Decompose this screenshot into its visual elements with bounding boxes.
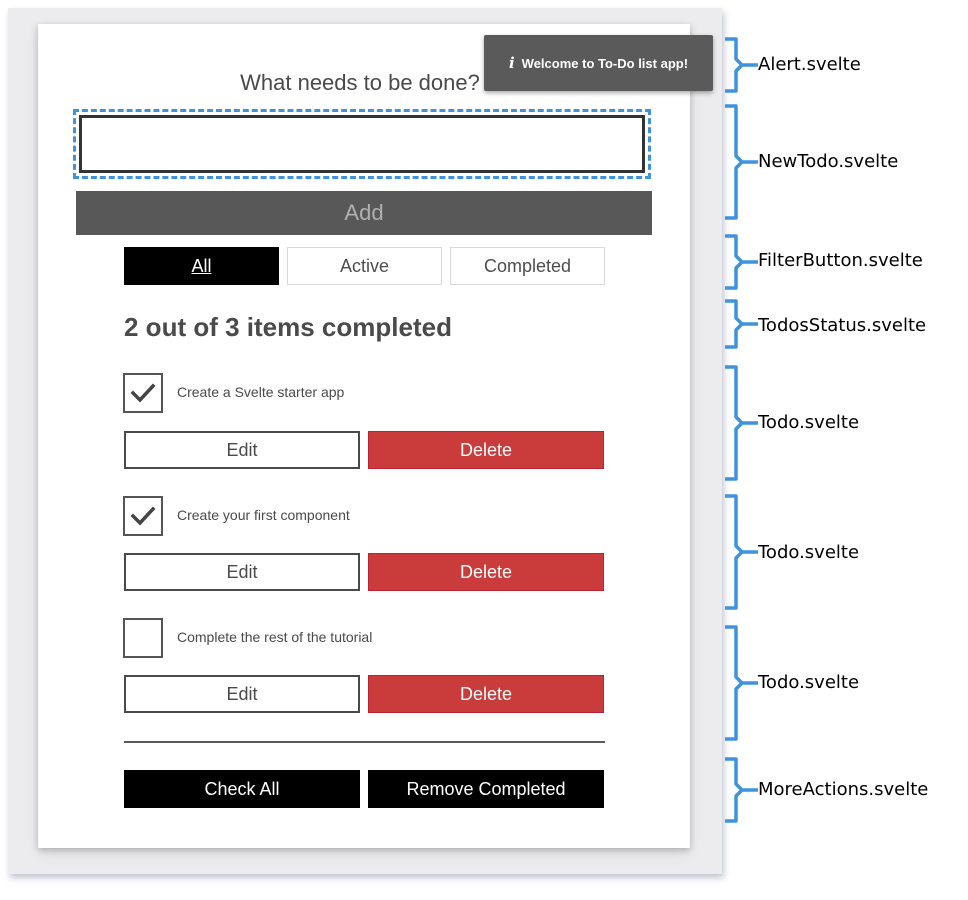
todo-checkbox[interactable] bbox=[123, 373, 163, 413]
curly-brace-icon bbox=[725, 625, 758, 741]
check-icon bbox=[130, 383, 156, 403]
annotation-label: NewTodo.svelte bbox=[758, 151, 899, 172]
annotation-label: FilterButton.svelte bbox=[758, 250, 923, 271]
annotation-label: Todo.svelte bbox=[758, 672, 860, 693]
delete-button[interactable]: Delete bbox=[368, 553, 604, 591]
filter-all-label: All bbox=[191, 255, 212, 276]
filter-all-button[interactable]: All bbox=[124, 247, 279, 285]
remove-completed-button[interactable]: Remove Completed bbox=[368, 770, 604, 808]
alert-toast[interactable]: i Welcome to To-Do list app! bbox=[484, 35, 713, 91]
curly-brace-icon bbox=[725, 299, 758, 349]
annotation-label: Todo.svelte bbox=[758, 542, 860, 563]
check-all-button[interactable]: Check All bbox=[124, 770, 360, 808]
filter-completed-button[interactable]: Completed bbox=[450, 247, 605, 285]
curly-brace-icon bbox=[725, 104, 758, 220]
annotation-label: TodosStatus.svelte bbox=[758, 315, 927, 336]
todo-checkbox[interactable] bbox=[123, 618, 163, 658]
annotation-label: Alert.svelte bbox=[758, 54, 861, 75]
divider bbox=[124, 741, 605, 743]
edit-button[interactable]: Edit bbox=[124, 553, 360, 591]
annotation-label: Todo.svelte bbox=[758, 412, 860, 433]
new-todo-input[interactable] bbox=[79, 115, 645, 173]
info-icon: i bbox=[508, 54, 515, 72]
curly-brace-icon bbox=[725, 757, 758, 823]
new-todo-heading: What needs to be done? bbox=[240, 70, 480, 95]
add-button[interactable]: Add bbox=[76, 191, 652, 235]
curly-brace-icon bbox=[725, 37, 758, 93]
curly-brace-icon bbox=[725, 234, 758, 290]
filter-active-label: Active bbox=[339, 255, 390, 276]
delete-button[interactable]: Delete bbox=[368, 675, 604, 713]
todo-label: Complete the rest of the tutorial bbox=[177, 629, 373, 645]
edit-button[interactable]: Edit bbox=[124, 431, 360, 469]
curly-brace-icon bbox=[725, 365, 758, 481]
todo-label: Create a Svelte starter app bbox=[177, 384, 345, 400]
alert-message: Welcome to To-Do list app! bbox=[521, 55, 689, 71]
filter-completed-label: Completed bbox=[483, 255, 572, 276]
check-icon bbox=[130, 506, 156, 526]
todo-checkbox[interactable] bbox=[123, 496, 163, 536]
todo-label: Create your first component bbox=[177, 507, 350, 523]
edit-button[interactable]: Edit bbox=[124, 675, 360, 713]
filter-active-button[interactable]: Active bbox=[287, 247, 442, 285]
focus-outline bbox=[73, 109, 651, 179]
curly-brace-icon bbox=[725, 494, 758, 610]
delete-button[interactable]: Delete bbox=[368, 431, 604, 469]
todos-status: 2 out of 3 items completed bbox=[124, 312, 452, 342]
annotation-label: MoreActions.svelte bbox=[758, 779, 929, 800]
